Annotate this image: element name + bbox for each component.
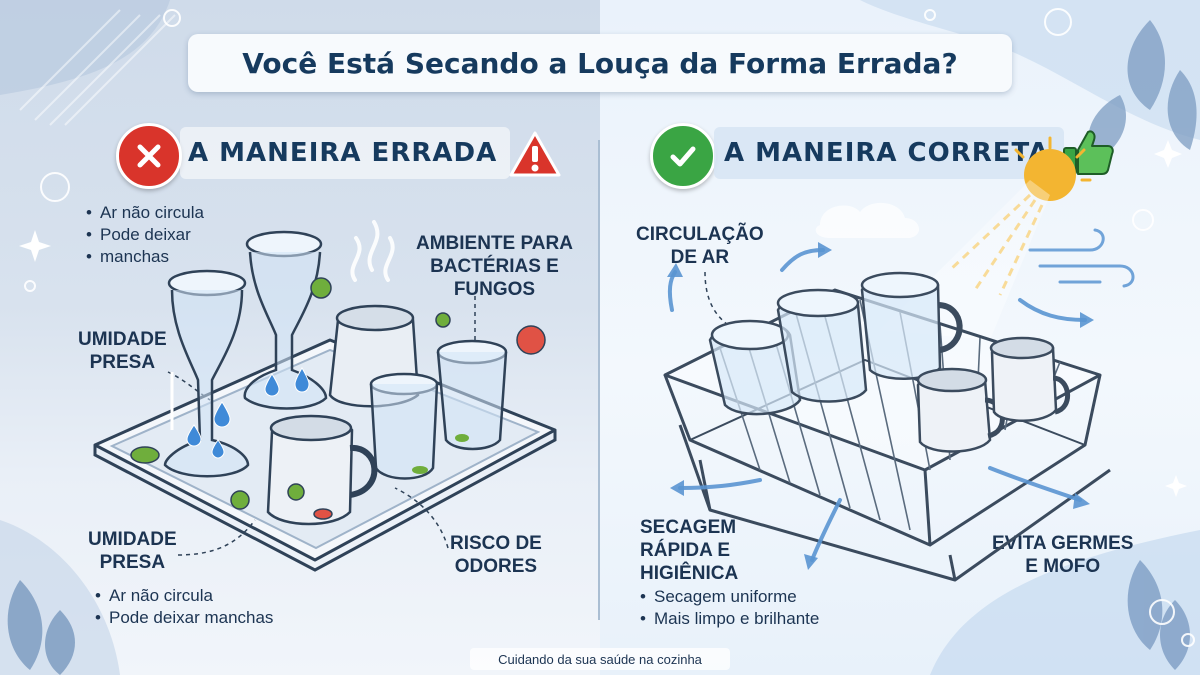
- label-circulacao-ar: CIRCULAÇÃO DE AR: [636, 224, 764, 268]
- bullet-item: Ar não circula: [86, 202, 204, 224]
- wind-icon: [1028, 228, 1135, 288]
- tumbler-glass-illustration: [369, 372, 439, 480]
- footer-caption: Cuidando da sua saúde na cozinha: [470, 648, 730, 670]
- right-bullets: Secagem uniforme Mais limpo e brilhante: [640, 586, 819, 630]
- title-bar: Você Está Secando a Louça da Forma Errad…: [188, 34, 1012, 92]
- x-icon: [116, 123, 182, 189]
- mug-illustration: [989, 336, 1071, 422]
- label-evita-germes: EVITA GERMES E MOFO: [992, 533, 1134, 577]
- bullet-item-continuation: manchas: [86, 246, 204, 268]
- bullet-item: Ar não circula: [95, 585, 273, 607]
- hatch-pattern: [19, 9, 176, 126]
- water-drop-icons: [186, 367, 310, 459]
- label-umidade-presa-bottom: UMIDADE PRESA: [88, 529, 177, 573]
- label-risco-odores: RISCO DE ODORES: [450, 533, 542, 577]
- bullet-item: Mais limpo e brilhante: [640, 608, 819, 630]
- cloud-shape: [815, 202, 920, 238]
- label-ambiente-bacterias: AMBIENTE PARA BACTÉRIAS E FUNGOS: [416, 233, 573, 300]
- wine-glass-illustration: [243, 230, 328, 410]
- wine-glass-illustration: [163, 269, 250, 478]
- arrow-heads: [667, 242, 1094, 570]
- wrong-heading: A MANEIRA ERRADA: [188, 138, 498, 168]
- label-secagem-rapida: SECAGEM RÁPIDA E HIGIÊNICA: [640, 517, 739, 584]
- wrong-bullets-top: Ar não circula Pode deixar manchas: [86, 202, 204, 268]
- bubbles: [24, 8, 1195, 647]
- wrong-heading-band: [180, 127, 510, 179]
- wrong-bullets-bottom: Ar não circula Pode deixar manchas: [95, 585, 273, 629]
- tumbler-glass-illustration: [776, 288, 868, 403]
- sun-icon: [1014, 136, 1092, 201]
- bullet-item: Secagem uniforme: [640, 586, 819, 608]
- right-heading: A MANEIRA CORRETA: [724, 138, 1050, 168]
- leaf-cluster-bottom-right: [1127, 560, 1190, 670]
- bullet-item: Pode deixar: [86, 224, 204, 246]
- mug-illustration: [916, 367, 1005, 453]
- mug-illustration: [860, 271, 963, 380]
- sunlight-rays: [948, 193, 1044, 296]
- tumbler-glass-illustration: [436, 339, 508, 451]
- panel-divider: [598, 140, 600, 620]
- check-icon: [650, 123, 716, 189]
- airflow-arrows: [667, 248, 1087, 562]
- page-title: Você Está Secando a Louça da Forma Errad…: [242, 46, 958, 80]
- connector-line: [704, 271, 729, 326]
- germ-icons: [130, 277, 546, 520]
- label-umidade-presa-top: UMIDADE PRESA: [78, 329, 167, 373]
- mug-illustration: [266, 414, 378, 526]
- leaf-cluster-bottom-left: [7, 580, 75, 675]
- warning-icon: [508, 130, 562, 183]
- steam-icon: [350, 220, 395, 282]
- right-heading-band: [714, 127, 1064, 179]
- bullet-item: Pode deixar manchas: [95, 607, 273, 629]
- corner-blob-bottom-right: [930, 530, 1200, 675]
- sparkles: [19, 140, 1187, 497]
- leaf-cluster-top-right: [1088, 20, 1197, 160]
- corner-blob-top-left: [0, 0, 170, 95]
- connector-lines: [167, 296, 476, 556]
